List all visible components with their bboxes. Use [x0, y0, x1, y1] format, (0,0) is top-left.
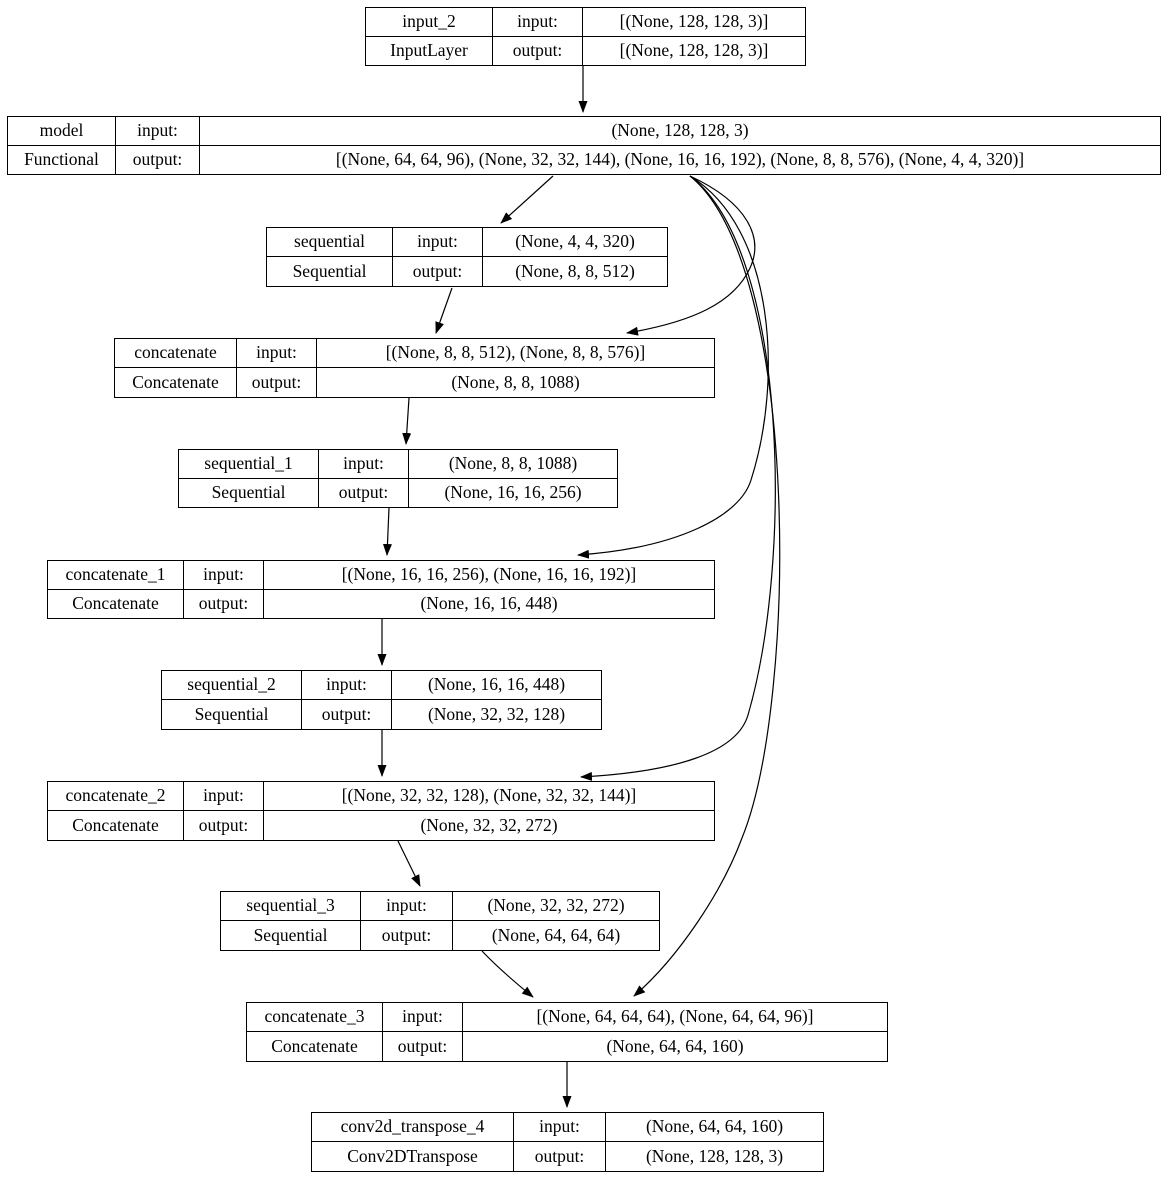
input-label: input: [361, 892, 453, 921]
layer-type: Sequential [267, 257, 393, 286]
output-shape: (None, 8, 8, 512) [515, 260, 635, 281]
input-label: input: [393, 228, 483, 257]
layer-name: input_2 [366, 8, 493, 37]
edges-group [377, 66, 781, 1108]
output-shape: (None, 8, 8, 1088) [451, 371, 580, 392]
edge-sequential_3-to-concatenate_3 [481, 950, 534, 998]
output-label: output: [302, 700, 392, 729]
output-label: output: [383, 1032, 463, 1061]
input-shape: [(None, 16, 16, 256), (None, 16, 16, 192… [264, 561, 714, 590]
edge-concatenate-to-sequential_1 [402, 397, 412, 445]
layer-name: sequential [267, 228, 393, 257]
input-label: input: [116, 117, 200, 146]
output-shape: (None, 16, 16, 256) [444, 482, 582, 502]
input-label: input: [493, 8, 583, 37]
input-label: input: [184, 561, 264, 590]
output-label: output: [116, 145, 200, 174]
layer-name: conv2d_transpose_4 [312, 1113, 514, 1142]
edge-sequential-to-concatenate [435, 287, 453, 334]
output-label: output: [361, 921, 453, 950]
input-shape: [(None, 8, 8, 512), (None, 8, 8, 576)] [317, 339, 714, 368]
output-shape: (None, 64, 64, 64) [491, 924, 621, 945]
edge-sequential_1-to-concatenate_1 [382, 507, 392, 556]
edge-model-to-sequential [500, 175, 554, 224]
output-label: output: [237, 368, 317, 397]
output-shape: (None, 128, 128, 3) [645, 1145, 784, 1166]
edge-concatenate_2-to-sequential_3 [397, 840, 421, 887]
layer-type: Sequential [221, 921, 361, 950]
edge-model-to-concatenate_2 [580, 175, 776, 781]
input-label: input: [184, 782, 264, 811]
layer-type: Sequential [179, 478, 319, 507]
output-label: output: [184, 589, 264, 618]
input-shape: (None, 64, 64, 160) [606, 1113, 823, 1142]
layer-type: Concatenate [48, 589, 184, 618]
layer-name: concatenate_1 [48, 561, 184, 590]
input-shape: (None, 8, 8, 1088) [409, 450, 617, 479]
input-shape: [(None, 32, 32, 128), (None, 32, 32, 144… [264, 782, 714, 811]
output-shape: (None, 32, 32, 128) [427, 703, 566, 724]
input-shape: (None, 32, 32, 272) [453, 892, 659, 921]
input-shape: (None, 128, 128, 3) [200, 117, 1160, 146]
layer-type: Concatenate [48, 811, 184, 840]
output-shape: (None, 16, 16, 448) [420, 593, 558, 613]
output-label: output: [184, 811, 264, 840]
edge-model-to-concatenate_1 [577, 175, 769, 559]
layer-type: Concatenate [247, 1032, 383, 1061]
layer-name: sequential_2 [162, 671, 302, 700]
layer-name: concatenate_3 [247, 1003, 383, 1032]
input-shape: [(None, 128, 128, 3)] [583, 8, 805, 37]
output-shape: (None, 32, 32, 272) [420, 814, 558, 835]
output-label: output: [319, 478, 409, 507]
layer-name: concatenate [115, 339, 237, 368]
layer-name: concatenate_2 [48, 782, 184, 811]
output-shape: [(None, 64, 64, 96), (None, 32, 32, 144)… [335, 149, 1025, 169]
input-shape: (None, 4, 4, 320) [483, 228, 667, 257]
output-shape: [(None, 128, 128, 3)] [619, 40, 769, 60]
input-label: input: [302, 671, 392, 700]
layer-name: sequential_1 [179, 450, 319, 479]
layer-type: Conv2DTranspose [312, 1142, 514, 1171]
output-label: output: [393, 257, 483, 286]
edge-model-to-concatenate [626, 175, 756, 336]
output-label: output: [493, 36, 583, 65]
input-shape: (None, 16, 16, 448) [392, 671, 601, 700]
layer-type: Sequential [162, 700, 302, 729]
input-label: input: [319, 450, 409, 479]
layer-type: Functional [8, 145, 116, 174]
layer-name: model [8, 117, 116, 146]
layer-name: sequential_3 [221, 892, 361, 921]
input-label: input: [383, 1003, 463, 1032]
output-label: output: [514, 1142, 606, 1171]
edge-model-to-concatenate_3 [633, 175, 781, 997]
input-label: input: [514, 1113, 606, 1142]
layer-type: Concatenate [115, 368, 237, 397]
output-shape: (None, 64, 64, 160) [606, 1035, 744, 1056]
input-label: input: [237, 339, 317, 368]
layer-type: InputLayer [366, 36, 493, 65]
input-shape: [(None, 64, 64, 64), (None, 64, 64, 96)] [463, 1003, 887, 1032]
